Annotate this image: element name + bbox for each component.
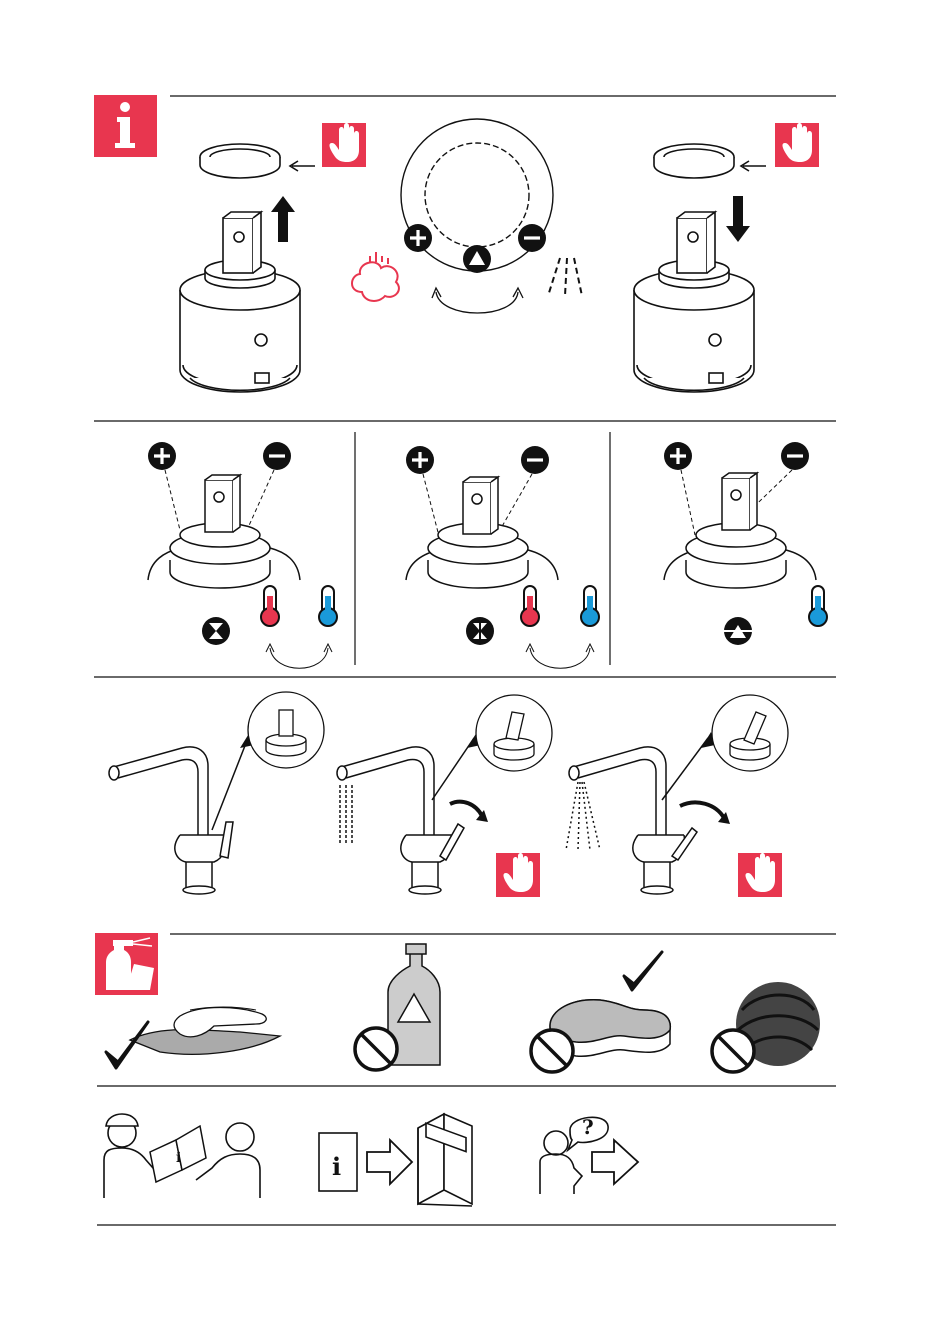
- info-booklet-icon: i: [319, 1133, 357, 1191]
- section-lever-operation: [109, 692, 788, 897]
- thermometer-hot-icon: [261, 586, 279, 626]
- limiter-panel-full-range: [148, 442, 337, 668]
- arrow-icon: [450, 802, 482, 816]
- section-cleaning: [95, 933, 836, 1072]
- cartridge-detail-circle: [248, 692, 324, 768]
- arrow-up-icon: [271, 196, 295, 242]
- arrow-left-icon: [290, 161, 315, 171]
- booklet-icon: i: [150, 1126, 206, 1182]
- triangle-icon: [463, 245, 491, 273]
- limiter-panel-cold-only: [664, 442, 827, 645]
- arrow-right-icon: [592, 1140, 638, 1184]
- thermometer-hot-icon: [521, 586, 539, 626]
- plus-icon: [148, 442, 176, 470]
- hourglass-icon: [202, 617, 230, 645]
- hand-stop-icon: [322, 123, 366, 167]
- section-temperature-positions: [148, 432, 827, 668]
- hand-stop-icon: [496, 853, 540, 897]
- hand-stop-icon: [738, 853, 782, 897]
- dial-illustration: [401, 119, 553, 313]
- booklet-info-letter: i: [332, 1152, 341, 1181]
- section-handover: i i ?: [104, 1114, 638, 1206]
- arrow-down-icon: [726, 196, 750, 242]
- triangle-icon: [724, 617, 752, 645]
- faucet-illustration: [337, 738, 474, 894]
- hand-stop-icon: [775, 123, 819, 167]
- thermometer-cold-icon: [581, 586, 599, 626]
- cleaning-spray-icon: [95, 933, 158, 995]
- manual-booklet-icon: [418, 1114, 472, 1206]
- prohibited-icon: [355, 1028, 397, 1070]
- minus-icon: [781, 442, 809, 470]
- arrow-right-icon: [367, 1140, 412, 1184]
- prohibited-icon: [531, 1030, 573, 1072]
- info-icon: [94, 95, 157, 157]
- cartridge-illustration-right: [634, 144, 754, 392]
- steam-cloud-icon: [352, 252, 399, 301]
- plus-icon: [406, 446, 434, 474]
- limiter-panel-partial-range: [406, 446, 599, 668]
- plus-icon: [404, 224, 432, 252]
- arrow-icon: [680, 802, 724, 818]
- user-icon: [196, 1123, 260, 1198]
- section-cartridge-limiter: [94, 95, 836, 392]
- checkmark-icon: [624, 952, 662, 990]
- plus-icon: [664, 442, 692, 470]
- thermometer-cold-icon: [809, 586, 827, 626]
- cartridge-detail-circle: [712, 695, 788, 771]
- faucet-illustration: [109, 738, 248, 894]
- hourglass-icon: [466, 617, 494, 645]
- cartridge-illustration-left: [180, 144, 300, 392]
- booklet-letter: i: [176, 1150, 181, 1166]
- question-mark: ?: [582, 1115, 594, 1139]
- thermometer-cold-icon: [319, 586, 337, 626]
- prohibited-icon: [712, 1030, 754, 1072]
- faucet-illustration: [566, 738, 708, 894]
- water-jet-icon: [548, 258, 582, 296]
- cloth-wipe-illustration: [130, 1007, 280, 1054]
- minus-icon: [518, 224, 546, 252]
- arrow-left-icon: [741, 161, 766, 171]
- cartridge-detail-circle: [476, 695, 552, 771]
- minus-icon: [521, 446, 549, 474]
- minus-icon: [263, 442, 291, 470]
